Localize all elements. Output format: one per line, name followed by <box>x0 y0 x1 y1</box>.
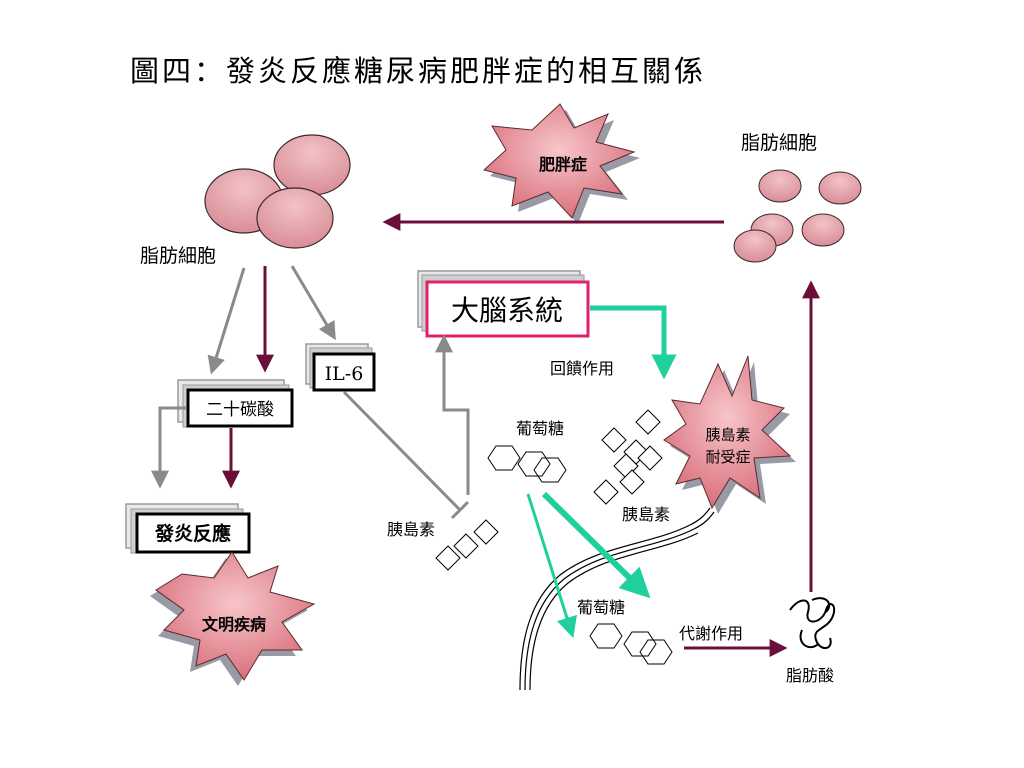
arrow-glucose-thin <box>526 493 577 639</box>
fat-cells-right <box>733 169 862 263</box>
inhibit-bar <box>450 500 470 520</box>
il6-label: IL-6 <box>325 363 364 385</box>
page-title: 圖四：發炎反應糖尿病肥胖症的相互關係 <box>130 54 707 88</box>
arrow-glucose-thick <box>541 491 651 599</box>
insulin-diamonds-left <box>435 519 499 571</box>
fatty-acid-label: 脂肪酸 <box>786 666 834 685</box>
arrow-eicosanoid-to-inflammation-gray <box>151 406 186 489</box>
il6-box <box>305 343 376 392</box>
fat-cell-right-label: 脂肪細胞 <box>741 132 817 154</box>
obesity-burst <box>482 103 640 224</box>
arrow-fat-to-eicosanoid-gray <box>207 267 246 375</box>
insulin-left-label: 胰島素 <box>387 520 435 539</box>
eicosanoid-box <box>177 379 294 428</box>
civilization-disease-burst <box>150 551 316 686</box>
glucose-top-label: 葡萄糖 <box>516 419 564 438</box>
arrow-brain-feedback <box>590 305 677 380</box>
fat-cell-left-label: 脂肪細胞 <box>140 245 216 267</box>
inhibit-il6-insulin <box>342 390 462 512</box>
obesity-label: 肥胖症 <box>539 155 587 174</box>
arrow-insulin-to-brain <box>435 334 470 495</box>
insulin-resistance-burst <box>663 355 796 514</box>
inflammation-label: 發炎反應 <box>154 522 231 545</box>
fat-cells-left <box>204 134 351 249</box>
insulin-right-label: 胰島素 <box>622 505 670 524</box>
glucose-bottom-hexagons <box>589 623 673 665</box>
insulin-resistance-label-2: 耐受症 <box>705 448 750 466</box>
fatty-acid-squiggle <box>789 597 836 649</box>
inflammation-box <box>125 503 251 554</box>
insulin-resistance-label-1: 胰島素 <box>705 426 750 444</box>
feedback-label: 回饋作用 <box>550 359 614 378</box>
glucose-bottom-label: 葡萄糖 <box>577 598 625 617</box>
glucose-top-hexagons <box>487 445 567 483</box>
brain-system-label: 大腦系統 <box>451 294 563 327</box>
metabolism-label: 代謝作用 <box>679 624 743 643</box>
insulin-diamonds-right <box>593 409 663 505</box>
civilization-disease-label: 文明疾病 <box>202 615 266 634</box>
eicosanoid-label: 二十碳酸 <box>206 400 274 420</box>
brain-system-box <box>417 270 590 338</box>
arrow-fat-to-il6 <box>290 265 336 341</box>
